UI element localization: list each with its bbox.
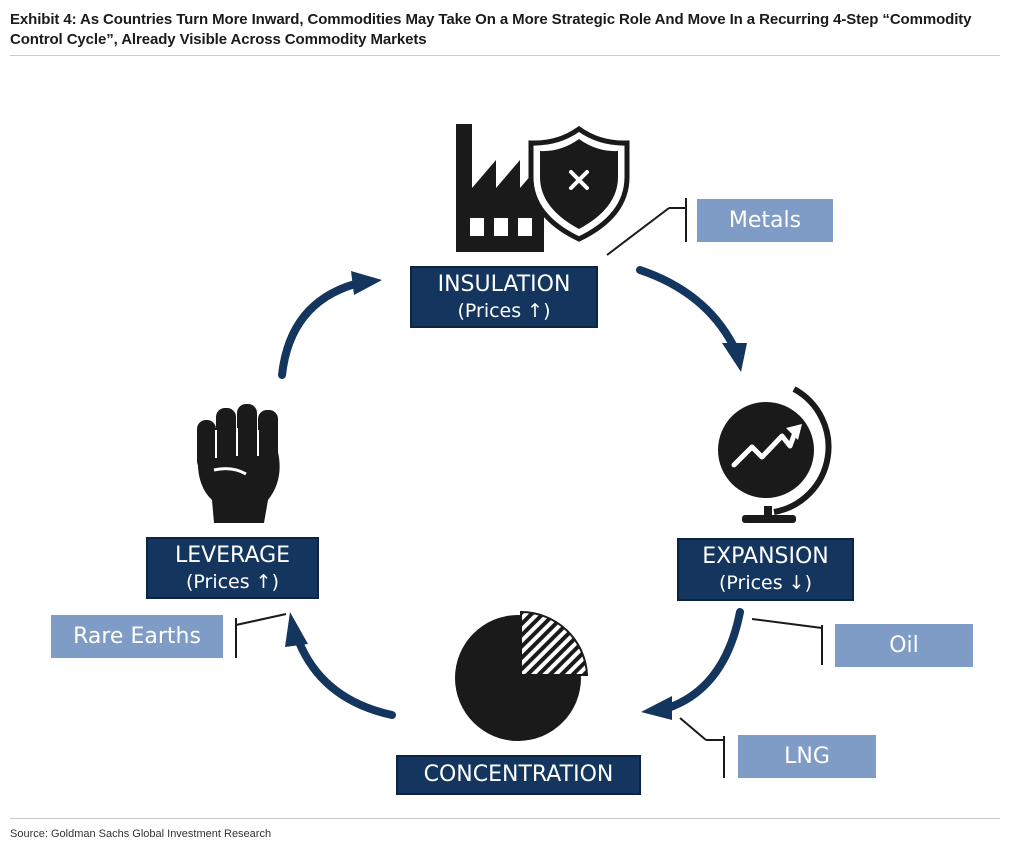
stage-leverage: LEVERAGE (Prices ↑) [146, 537, 319, 599]
connector-oil [751, 618, 823, 665]
stage-insulation-sub: (Prices ↑) [457, 300, 551, 322]
stage-insulation-name: INSULATION [437, 272, 571, 297]
stage-concentration: CONCENTRATION [396, 755, 641, 795]
stage-expansion-name: EXPANSION [702, 544, 829, 569]
stage-leverage-sub: (Prices ↑) [185, 571, 280, 593]
connector-metals [606, 198, 687, 256]
stage-leverage-name: LEVERAGE [174, 543, 291, 568]
tag-oil: Oil [835, 624, 973, 667]
cycle-arrow-concentration-to-leverage [285, 612, 396, 719]
connector-lng [679, 717, 725, 778]
connector-rare-earths [235, 613, 287, 658]
globe-growth-icon [718, 386, 832, 523]
cycle-arrow-expansion-to-concentration [641, 608, 744, 720]
tag-metals: Metals [697, 199, 833, 242]
title-divider [10, 55, 1000, 56]
cycle-arrow-leverage-to-insulation [278, 271, 382, 379]
exhibit-title: Exhibit 4: As Countries Turn More Inward… [10, 11, 972, 48]
source-note: Source: Goldman Sachs Global Investment … [10, 828, 272, 840]
raised-fist-icon [197, 404, 280, 523]
stage-concentration-name: CONCENTRATION [423, 762, 614, 787]
tag-rare-earths: Rare Earths [51, 615, 223, 658]
cycle-arrow-insulation-to-expansion [636, 266, 747, 372]
factory-shield-icon [456, 124, 630, 252]
stage-insulation: INSULATION (Prices ↑) [410, 266, 598, 328]
stage-expansion-sub: (Prices ↓) [718, 572, 813, 594]
stage-expansion: EXPANSION (Prices ↓) [677, 538, 854, 601]
pie-chart-icon [455, 610, 589, 741]
tag-lng: LNG [738, 735, 876, 778]
source-divider [10, 818, 1000, 819]
